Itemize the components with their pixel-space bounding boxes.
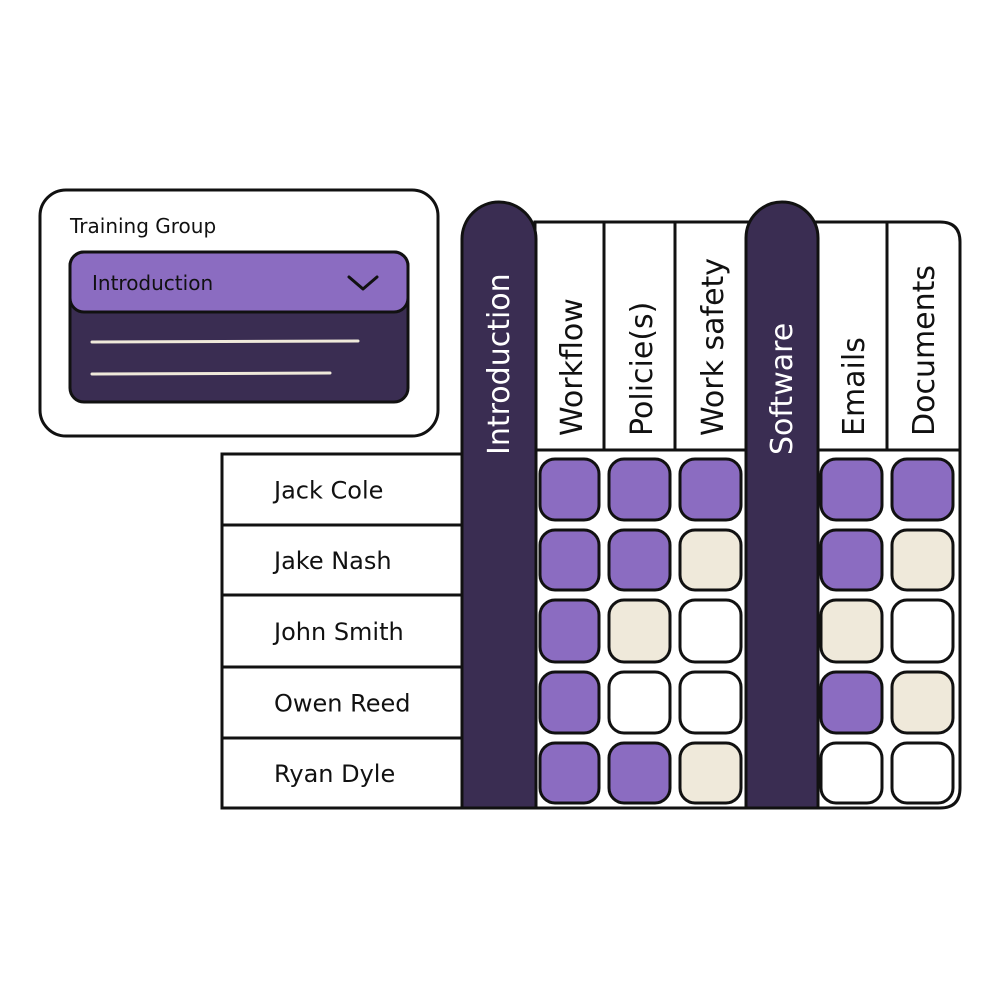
status-cells bbox=[538, 457, 955, 805]
chevron-down-icon[interactable] bbox=[347, 275, 379, 291]
training-group-select[interactable]: Introduction bbox=[68, 250, 410, 314]
status-cell-not-started[interactable] bbox=[890, 741, 955, 805]
user-name: Owen Reed bbox=[274, 690, 411, 718]
group-column-software[interactable]: Software bbox=[744, 200, 820, 810]
group-label: Software bbox=[765, 323, 800, 455]
dropdown-selected-label: Introduction bbox=[92, 271, 213, 295]
user-name: Jack Cole bbox=[272, 477, 383, 505]
table-row[interactable]: Ryan Dyle bbox=[220, 736, 464, 810]
status-cell-complete[interactable] bbox=[538, 598, 601, 664]
group-column-introduction[interactable]: Introduction bbox=[460, 200, 538, 810]
status-cell-complete[interactable] bbox=[678, 457, 743, 522]
status-cell-complete[interactable] bbox=[819, 528, 884, 592]
status-cell-not-started[interactable] bbox=[678, 598, 743, 664]
name-cell bbox=[220, 736, 464, 810]
user-name: John Smith bbox=[272, 618, 404, 646]
status-cell-in-progress[interactable] bbox=[819, 598, 884, 664]
group-bar[interactable] bbox=[744, 200, 820, 810]
status-cell-complete[interactable] bbox=[538, 457, 601, 522]
status-cell-complete[interactable] bbox=[538, 741, 601, 805]
dropdown-option-1[interactable] bbox=[90, 339, 360, 344]
table-row[interactable]: John Smith bbox=[220, 593, 464, 669]
status-cell-in-progress[interactable] bbox=[890, 670, 955, 735]
status-cell-not-started[interactable] bbox=[819, 741, 884, 805]
status-cell-complete[interactable] bbox=[819, 670, 884, 735]
module-header[interactable]: Workflow bbox=[555, 298, 590, 436]
user-name: Jake Nash bbox=[272, 547, 392, 575]
status-cell-complete[interactable] bbox=[819, 457, 884, 522]
status-cell-not-started[interactable] bbox=[607, 670, 672, 735]
module-header[interactable]: Emails bbox=[837, 337, 872, 436]
status-cell-complete[interactable] bbox=[538, 670, 601, 735]
user-name: Ryan Dyle bbox=[274, 760, 395, 788]
status-cell-in-progress[interactable] bbox=[678, 528, 743, 592]
table-row[interactable]: Owen Reed bbox=[220, 665, 464, 740]
module-header[interactable]: Work safety bbox=[696, 258, 731, 436]
name-cell bbox=[220, 665, 464, 740]
matrix-column-dividers bbox=[602, 222, 889, 450]
table-row[interactable]: Jake Nash bbox=[220, 523, 464, 597]
training-group-title: Training Group bbox=[69, 214, 216, 238]
group-bar[interactable] bbox=[460, 200, 538, 810]
table-row[interactable]: Jack Cole bbox=[220, 452, 464, 527]
module-header[interactable]: Documents bbox=[907, 265, 942, 436]
status-cell-complete[interactable] bbox=[538, 528, 601, 592]
status-cell-in-progress[interactable] bbox=[607, 598, 672, 664]
module-headers: Workflow Policie(s) Work safety Emails Docum… bbox=[555, 258, 942, 436]
status-cell-in-progress[interactable] bbox=[890, 528, 955, 592]
module-header[interactable]: Policie(s) bbox=[625, 302, 660, 436]
status-cell-in-progress[interactable] bbox=[678, 741, 743, 805]
dropdown-selected-field[interactable] bbox=[68, 250, 410, 314]
status-cell-not-started[interactable] bbox=[678, 670, 743, 735]
group-bars: Introduction Software bbox=[460, 200, 820, 810]
dropdown-option-2[interactable] bbox=[90, 371, 332, 376]
training-group-panel: Training Group Introduction bbox=[38, 188, 440, 438]
status-cell-complete[interactable] bbox=[607, 528, 672, 592]
group-label: Introduction bbox=[482, 273, 517, 455]
status-cell-complete[interactable] bbox=[607, 741, 672, 805]
status-cell-complete[interactable] bbox=[890, 457, 955, 522]
status-cell-not-started[interactable] bbox=[890, 598, 955, 664]
status-cell-complete[interactable] bbox=[607, 457, 672, 522]
